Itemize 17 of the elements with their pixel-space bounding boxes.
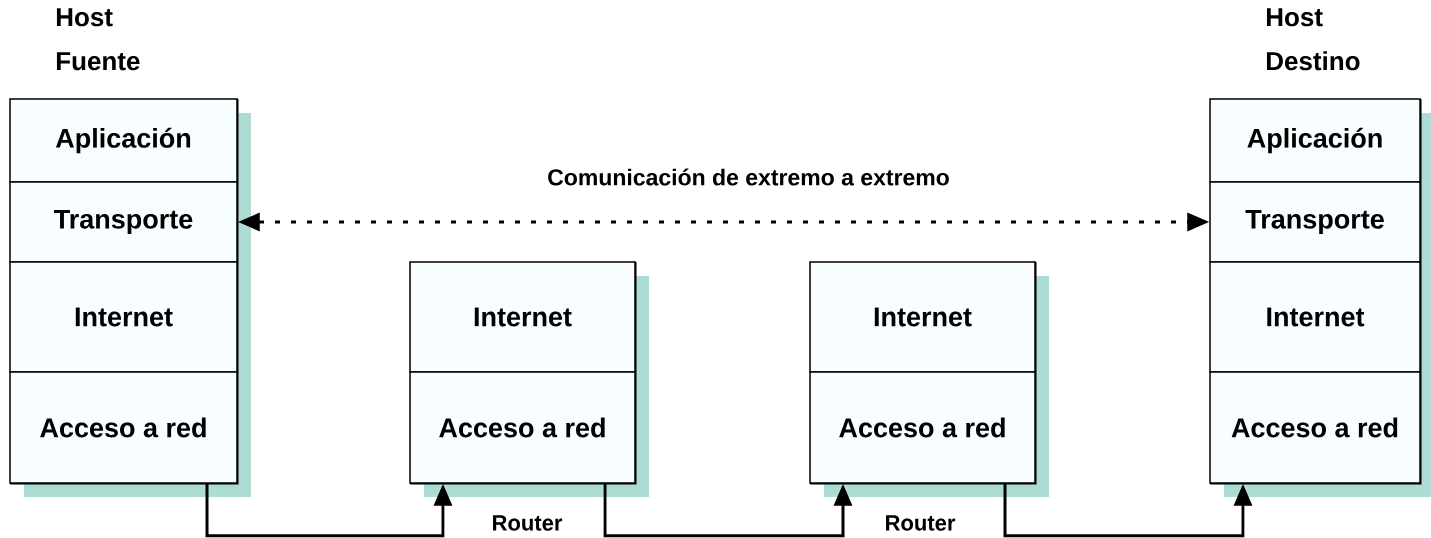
layer-box: Aplicación [9, 98, 238, 183]
layer-box: Transporte [9, 181, 238, 263]
layer-box: Internet [809, 261, 1036, 373]
layer-box: Internet [409, 261, 636, 373]
stack-heading: Router [886, 515, 956, 531]
layer-box: Aplicación [1209, 98, 1421, 183]
stack-heading: Host Destino [1266, 8, 1360, 71]
edge-label: Comunicación de extremo a extremo [545, 166, 952, 188]
layer-box: Acceso a red [409, 371, 636, 484]
layer-box: Acceso a red [809, 371, 1036, 484]
stack-heading: Router [493, 515, 563, 531]
layer-box: Internet [1209, 261, 1421, 373]
stack-heading: Host Fuente [56, 8, 140, 71]
layer-box: Acceso a red [1209, 371, 1421, 484]
layer-box: Internet [9, 261, 238, 373]
layer-box: Acceso a red [9, 371, 238, 484]
layer-box: Transporte [1209, 181, 1421, 263]
